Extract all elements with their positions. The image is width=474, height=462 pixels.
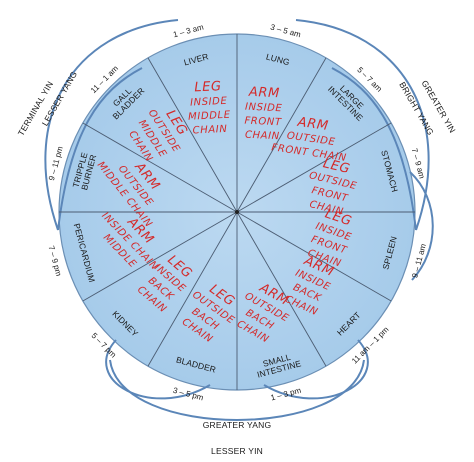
arc-upper-left (44, 19, 179, 231)
spoke (236, 211, 327, 367)
spoke (236, 122, 392, 213)
arc-bottom (109, 359, 365, 421)
channel-arcs (44, 19, 434, 421)
channel-label: LESSER YIN (211, 446, 263, 456)
annotation-line: CHAIN (245, 130, 280, 143)
spoke (82, 122, 238, 213)
spoke (236, 57, 327, 213)
annotation-line: LEG (194, 79, 222, 95)
spoke (82, 211, 238, 302)
time-range: 3 – 5 pm (172, 386, 205, 403)
spokes (59, 34, 415, 390)
annotation-line: INSIDE (245, 102, 283, 115)
arc-upper-right (295, 19, 430, 231)
arc-upper-right-inner (331, 67, 417, 231)
time-range: 1 – 3 pm (270, 386, 303, 403)
time-range: 7 – 9 pm (47, 245, 64, 278)
spoke (236, 211, 392, 302)
center-hub (235, 210, 239, 214)
annotation-line: INSIDE (190, 96, 228, 109)
annotation-line: MIDDLE (188, 110, 231, 123)
annotation-line: LEG (321, 156, 351, 177)
annotation-line: ARM (248, 85, 281, 101)
spoke (147, 211, 238, 367)
annotation-line: ARM (296, 115, 330, 134)
channel-label: GREATER YANG (203, 420, 272, 430)
annotation-line: FRONT (244, 116, 282, 129)
arc-right-loop (409, 171, 434, 281)
annotation-line: CHAIN (192, 124, 227, 137)
time-range: 1 – 3 am (172, 22, 205, 39)
spoke (147, 57, 238, 213)
arc-upper-left-inner (57, 67, 143, 231)
time-range: 3 – 5 am (269, 23, 302, 40)
